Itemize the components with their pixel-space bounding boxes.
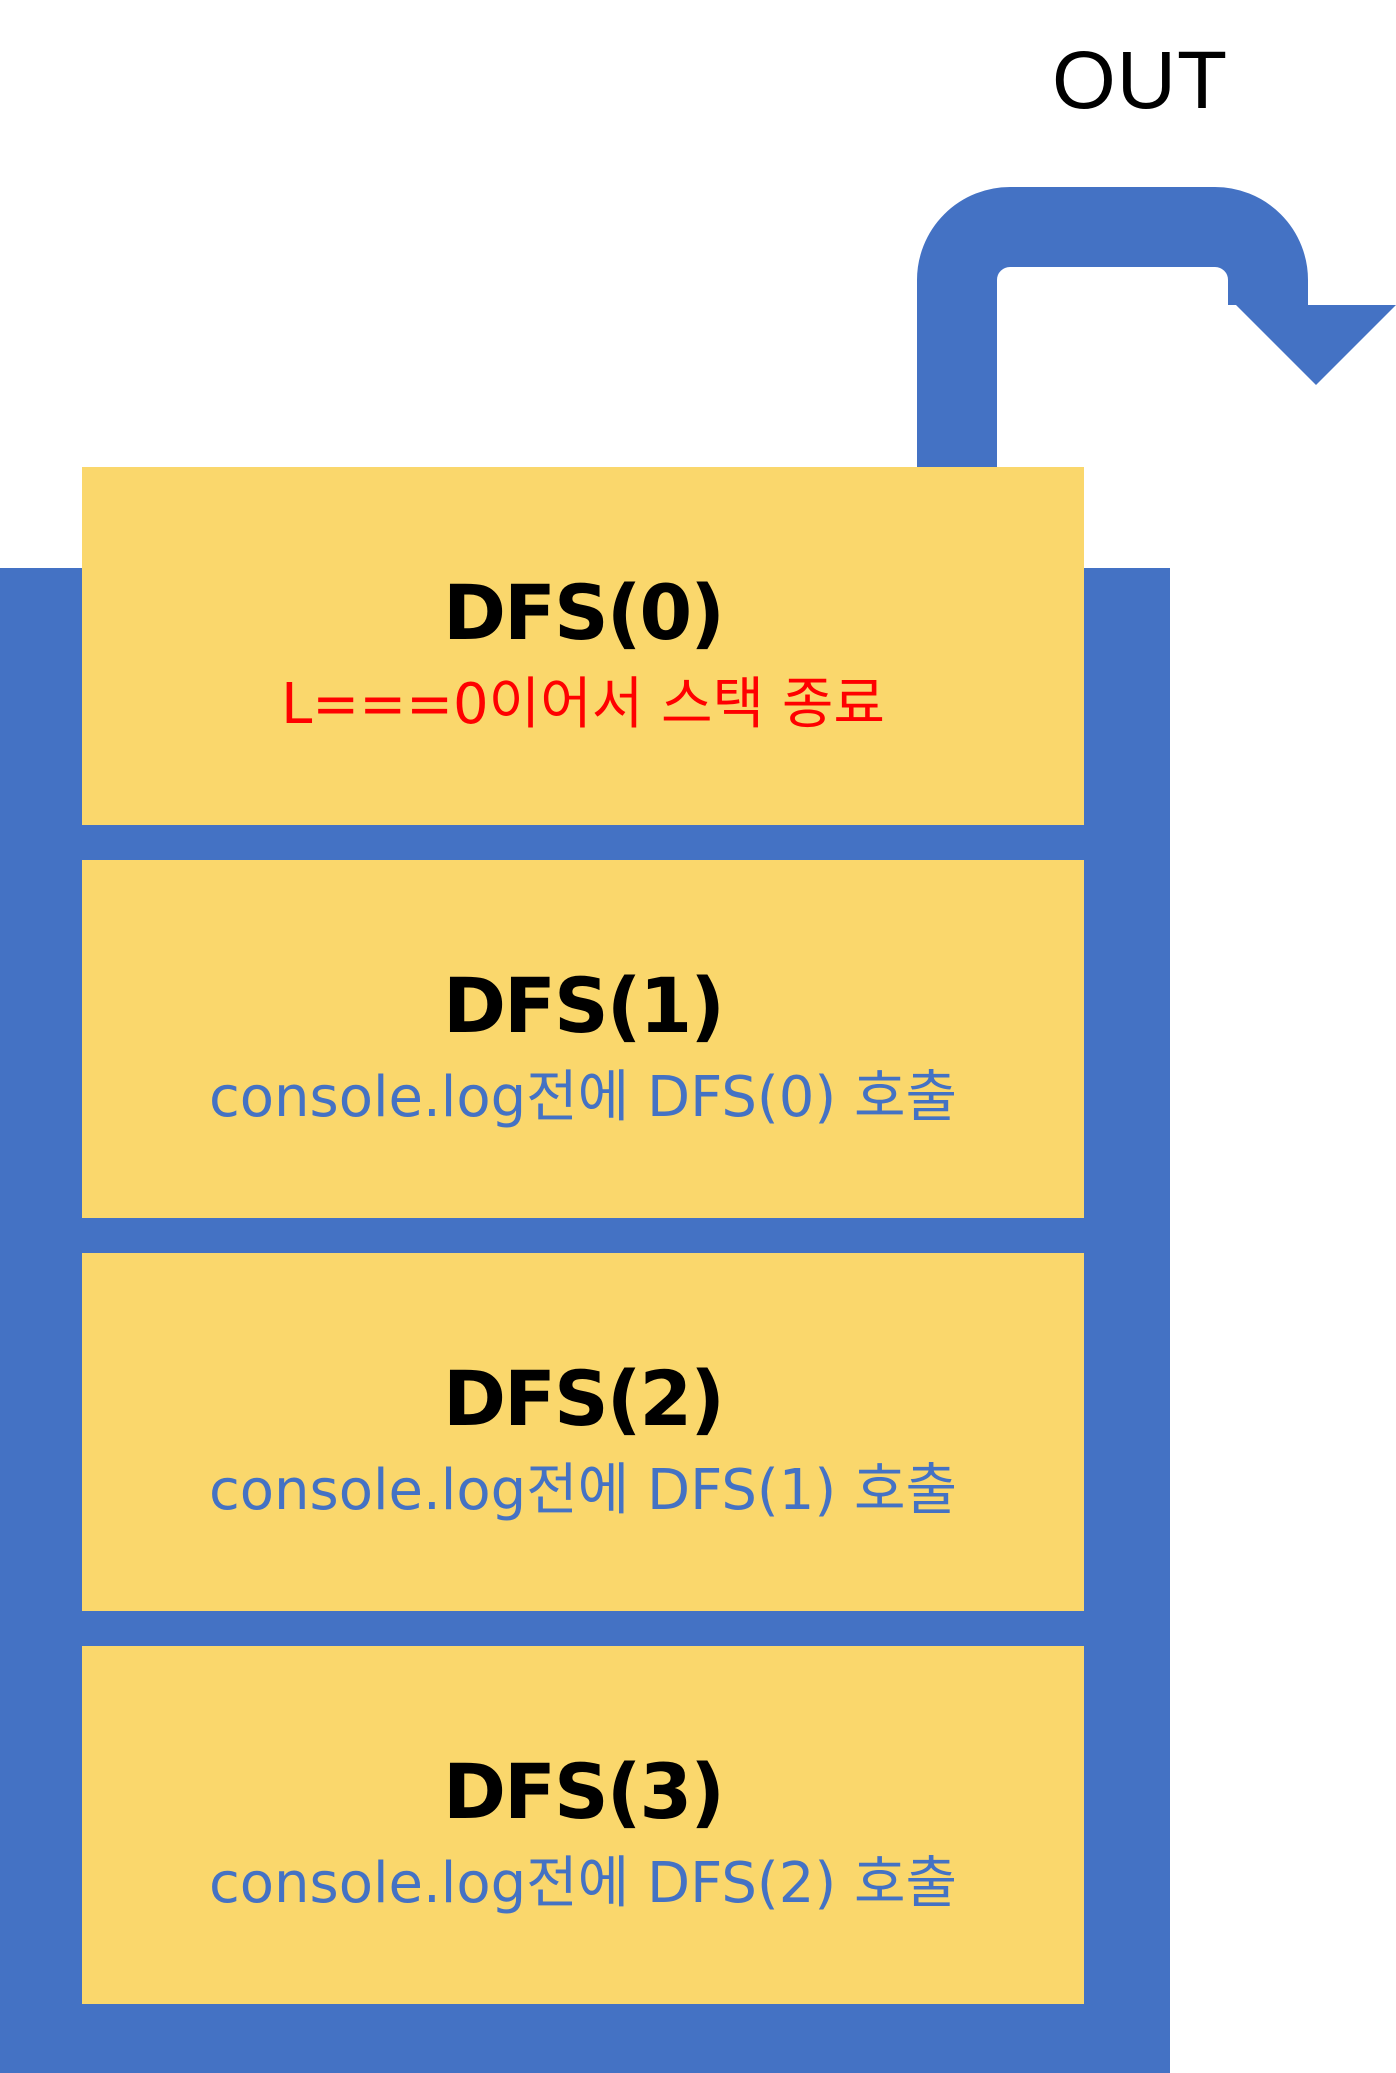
frame-note: console.log전에 DFS(2) 호출 (208, 1851, 958, 1916)
stack-frame-dfs-2: DFS(2) console.log전에 DFS(1) 호출 (82, 1253, 1084, 1611)
frame-title: DFS(0) (442, 568, 725, 657)
frame-title: DFS(2) (442, 1354, 725, 1443)
frame-title: DFS(1) (442, 961, 725, 1050)
frame-note: L===0이어서 스택 종료 (281, 672, 885, 737)
out-label: OUT (1052, 35, 1229, 126)
frame-title: DFS(3) (442, 1747, 725, 1836)
frame-note: console.log전에 DFS(1) 호출 (208, 1458, 958, 1523)
stack-frame-dfs-1: DFS(1) console.log전에 DFS(0) 호출 (82, 860, 1084, 1218)
out-arrow-body (917, 187, 1308, 470)
out-arrow-head (1236, 305, 1396, 385)
out-arrow (917, 187, 1396, 470)
stack-frame-dfs-3: DFS(3) console.log전에 DFS(2) 호출 (82, 1646, 1084, 2004)
stack-frame-dfs-0: DFS(0) L===0이어서 스택 종료 (82, 467, 1084, 825)
frame-note: console.log전에 DFS(0) 호출 (208, 1065, 958, 1130)
